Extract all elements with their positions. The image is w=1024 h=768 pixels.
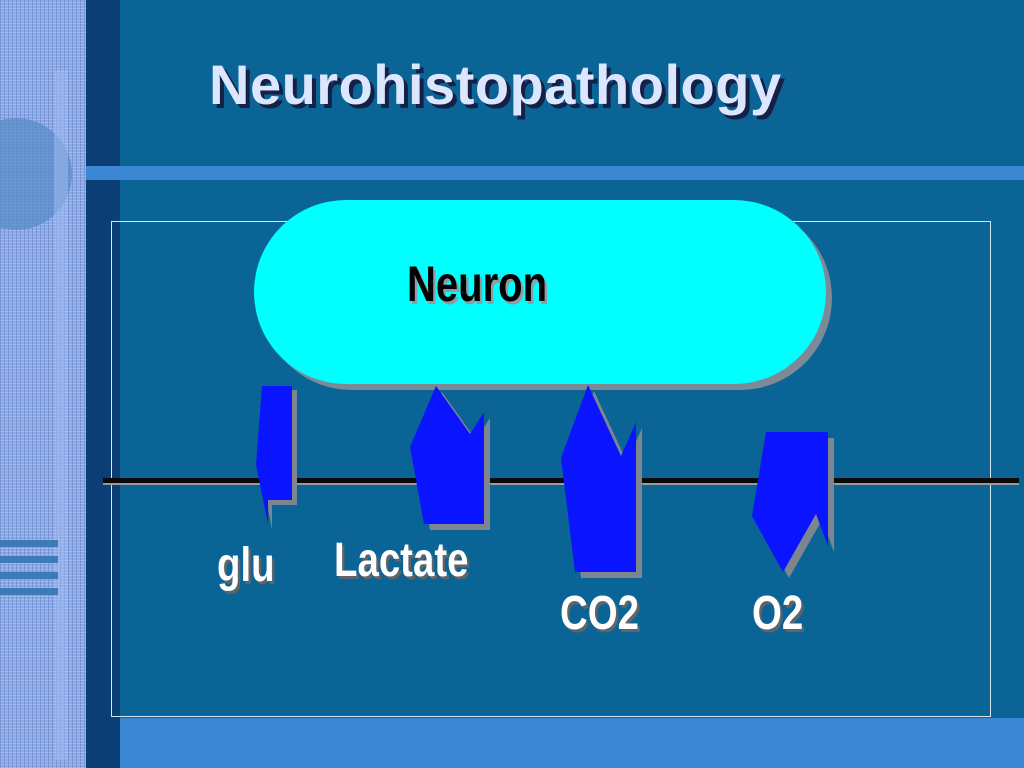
sidebar-vertical-bar: [54, 70, 68, 760]
slide-title: Neurohistopathology: [209, 53, 782, 116]
sidebar-shade: [86, 0, 120, 768]
neuron-label: Neuron: [407, 256, 547, 312]
co2-arrow: [561, 385, 636, 572]
sidebar-stripe: [0, 572, 58, 579]
o2-label: O2: [752, 587, 804, 640]
o2-arrow: [752, 432, 828, 572]
co2-label: CO2: [560, 587, 639, 640]
lactate-arrow: [410, 386, 484, 524]
sidebar-stripe: [0, 556, 58, 563]
sidebar-stripe: [0, 540, 58, 547]
glu-label: glu: [217, 539, 275, 592]
neuron-shape: [254, 200, 826, 384]
decorative-sidebar: [0, 0, 86, 768]
sidebar-stripe: [0, 588, 58, 595]
bottom-bar: [120, 718, 1024, 768]
glu-arrow: [256, 386, 292, 524]
title-underline-bar: [86, 166, 1024, 180]
cell-membrane-line: [103, 478, 1019, 483]
lactate-label: Lactate: [334, 534, 469, 587]
